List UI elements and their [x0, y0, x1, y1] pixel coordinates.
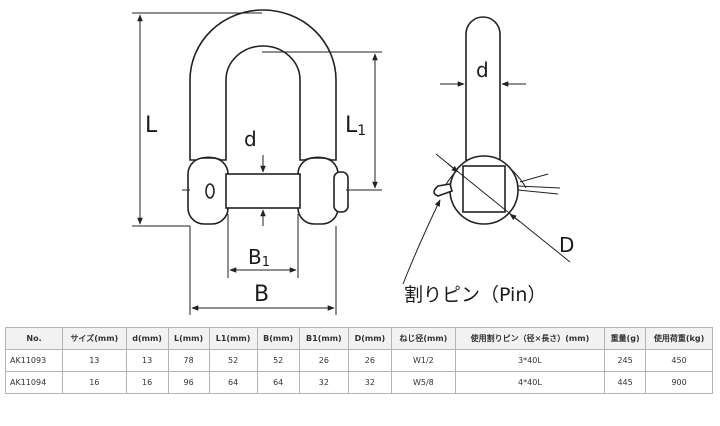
cell-L1: 64	[208, 371, 258, 394]
cell-weight: 245	[604, 349, 647, 372]
shackle-front-view	[182, 9, 349, 225]
cell-D: 32	[347, 371, 392, 394]
dimension-B: B	[189, 226, 337, 315]
label-d-side: d	[476, 58, 489, 82]
label-L1: L	[345, 113, 358, 138]
label-L1-subscript: 1	[357, 123, 366, 139]
cell-L: 96	[167, 371, 210, 394]
svg-text:L1: L1	[345, 113, 366, 139]
table-row: AK11093 13 13 78 52 52 26 26 W1/2 3*40L …	[5, 349, 713, 372]
header-size: サイズ(mm)	[62, 327, 127, 350]
cell-working-load: 450	[645, 349, 713, 372]
dimension-L: L	[132, 12, 262, 227]
cell-B: 64	[256, 371, 300, 394]
cell-B: 52	[256, 349, 300, 372]
cell-working-load: 900	[645, 371, 713, 394]
cell-d: 16	[125, 371, 169, 394]
label-d-front: d	[244, 127, 257, 151]
header-B: B(mm)	[256, 327, 300, 350]
dimension-d-side: d	[440, 58, 526, 87]
dimension-d-front: d	[244, 127, 266, 226]
table-row: AK11094 16 16 96 64 64 32 32 W5/8 4*40L …	[5, 371, 713, 394]
cell-B1: 26	[298, 349, 349, 372]
cell-weight: 445	[604, 371, 647, 394]
label-B: B	[254, 282, 269, 307]
header-thread: ねじ径(mm)	[390, 327, 456, 350]
cell-d: 13	[125, 349, 169, 372]
dimension-D: D	[435, 153, 574, 263]
shackle-side-view	[433, 16, 561, 225]
header-D: D(mm)	[347, 327, 392, 350]
dimension-B1: B1	[227, 214, 299, 278]
cell-no: AK11093	[5, 349, 63, 372]
cell-L: 78	[167, 349, 210, 372]
cell-thread: W1/2	[390, 349, 456, 372]
cell-L1: 52	[208, 349, 258, 372]
cell-cotter-pin: 4*40L	[454, 371, 606, 394]
header-weight: 重量(g)	[604, 327, 647, 350]
specification-table: No. サイズ(mm) d(mm) L(mm) L1(mm) B(mm) B1(…	[5, 327, 713, 394]
cell-no: AK11094	[5, 371, 63, 394]
header-no: No.	[5, 327, 63, 350]
header-d: d(mm)	[125, 327, 169, 350]
label-cotter-pin: 割りピン（Pin）	[404, 284, 546, 306]
label-B1-subscript: 1	[262, 255, 270, 270]
label-B1: B	[248, 245, 262, 269]
cell-B1: 32	[298, 371, 349, 394]
cotter-pin-callout: 割りピン（Pin）	[402, 199, 546, 306]
svg-text:B1: B1	[248, 245, 270, 270]
cotter-pin	[433, 173, 561, 197]
cell-cotter-pin: 3*40L	[454, 349, 606, 372]
cell-size: 13	[62, 349, 127, 372]
label-D: D	[559, 233, 574, 257]
header-working-load: 使用荷重(kg)	[645, 327, 713, 350]
pin-head-eye	[205, 183, 215, 199]
header-B1: B1(mm)	[298, 327, 349, 350]
header-L1: L1(mm)	[208, 327, 258, 350]
cell-D: 26	[347, 349, 392, 372]
table-header-row: No. サイズ(mm) d(mm) L(mm) L1(mm) B(mm) B1(…	[5, 327, 713, 350]
header-cotter-pin: 使用割りピン（径×長さ）(mm)	[454, 327, 606, 350]
dimension-L1: L1	[262, 51, 382, 191]
header-L: L(mm)	[167, 327, 210, 350]
cell-size: 16	[62, 371, 127, 394]
cell-thread: W5/8	[390, 371, 456, 394]
shackle-dimension-drawing: L L1 d B1 B	[132, 9, 574, 315]
label-L: L	[145, 113, 158, 138]
